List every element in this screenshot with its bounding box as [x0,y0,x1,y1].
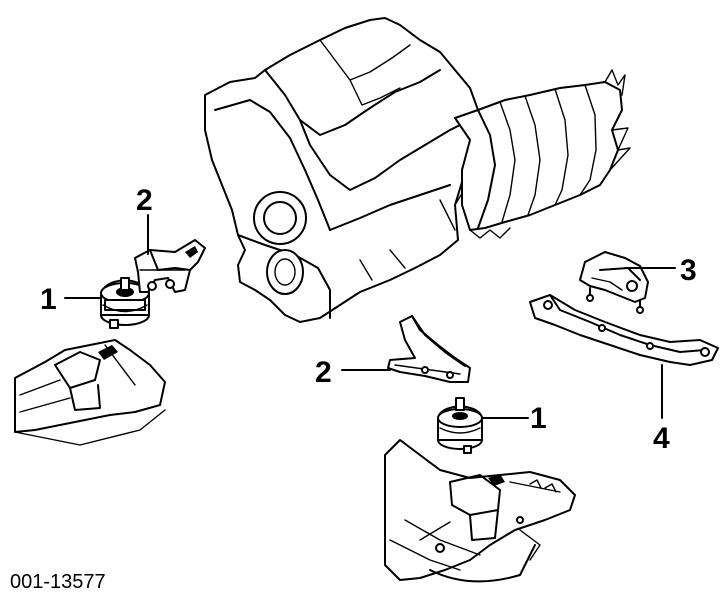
callout-1-right: 1 [530,402,547,435]
bracket-2-left [134,239,206,293]
figure-code: 001-13577 [10,571,106,593]
callout-2-left: 2 [136,184,153,217]
frame-left [14,339,166,446]
bracket-2-right [387,315,471,383]
engine-block [204,17,481,323]
callout-4: 4 [653,422,670,455]
callout-1-left: 1 [40,283,57,316]
leader-lines [64,214,676,419]
mount-1-right [437,397,483,454]
crossmember-4 [529,294,719,366]
callout-2-right: 2 [315,356,332,389]
mount-3-transmission [579,251,649,314]
callout-3: 3 [680,254,697,287]
transmission [454,69,631,239]
mount-1-left [100,277,150,329]
frame-right [384,439,576,583]
